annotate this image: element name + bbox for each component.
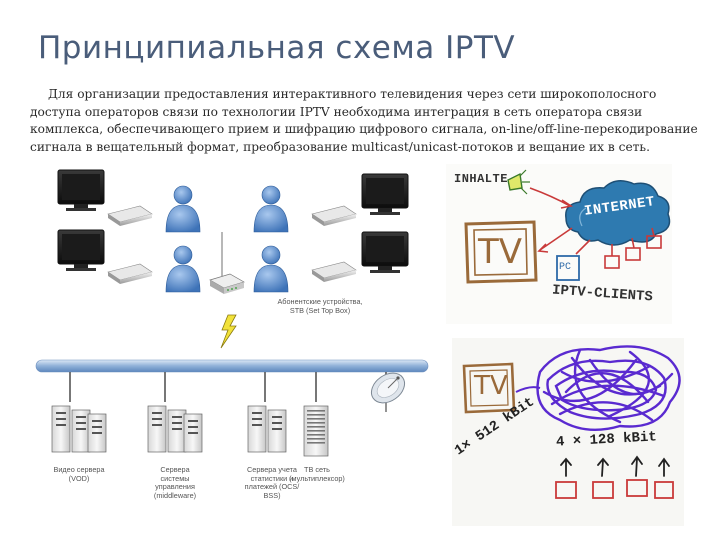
server-label-line: BSS)	[263, 490, 281, 500]
slide-paragraph: Для организации предоставления интеракти…	[30, 87, 698, 154]
subscriber-icon	[253, 185, 289, 233]
server-label-line: (middleware)	[153, 490, 197, 500]
network-bus	[35, 359, 429, 373]
sketch-label-pc: PC	[559, 262, 572, 273]
satellite-dish-icon	[370, 372, 406, 412]
set-top-box	[311, 205, 357, 226]
lightning-icon	[220, 314, 237, 349]
slide-title: Принципиальная схема IPTV	[38, 30, 516, 66]
tv-monitor	[57, 229, 105, 271]
server-label-line: Видео сервера	[53, 465, 105, 474]
set-top-box	[107, 205, 153, 226]
tv-monitor	[361, 231, 409, 273]
server-label-line: платежей (OCS/	[244, 482, 300, 491]
subscriber-icon	[253, 245, 289, 293]
subscriber-icon	[165, 245, 201, 293]
server-label-line: системы	[160, 473, 190, 483]
server-label-line: Сервера	[160, 465, 190, 474]
tv-monitor	[57, 169, 105, 211]
server-label-line: (VOD)	[68, 473, 90, 483]
set-top-box	[311, 261, 357, 282]
server-label-line: управления	[155, 482, 195, 491]
set-top-box	[107, 263, 153, 284]
sketch-label-tv: TV	[478, 232, 523, 272]
server-label-middleware: Сервера системы управления (middleware)	[140, 465, 210, 500]
subscriber-icon	[165, 185, 201, 233]
server-rack-billing	[247, 405, 287, 453]
stb-label-line: STB (Set Top Box)	[289, 305, 351, 315]
server-label-line: TB сеть	[304, 465, 330, 474]
tv-monitor	[361, 173, 409, 215]
server-rack-middleware	[147, 405, 203, 453]
server-label-multiplexer: TB сеть (мультиплексор)	[284, 465, 350, 483]
server-label-billing: Сервера учета статистики и платежей (OCS…	[236, 465, 308, 500]
server-label-line: Сервера учета	[247, 465, 297, 474]
sketch-label-tv-bottom: TV	[474, 371, 508, 401]
stb-label-line: Абонентские устройства,	[277, 297, 363, 306]
sketch-label-inhalte: INHALTE	[454, 172, 508, 186]
server-label-vod: Видео сервера (VOD)	[44, 465, 114, 483]
stb-label: Абонентские устройства, STB (Set Top Box…	[272, 297, 368, 315]
router-icon	[209, 232, 245, 294]
multiplexer-rack	[303, 405, 329, 457]
server-label-line: (мультиплексор)	[289, 473, 345, 483]
server-label-line: статистики и	[250, 473, 294, 483]
server-rack-vod	[51, 405, 107, 453]
